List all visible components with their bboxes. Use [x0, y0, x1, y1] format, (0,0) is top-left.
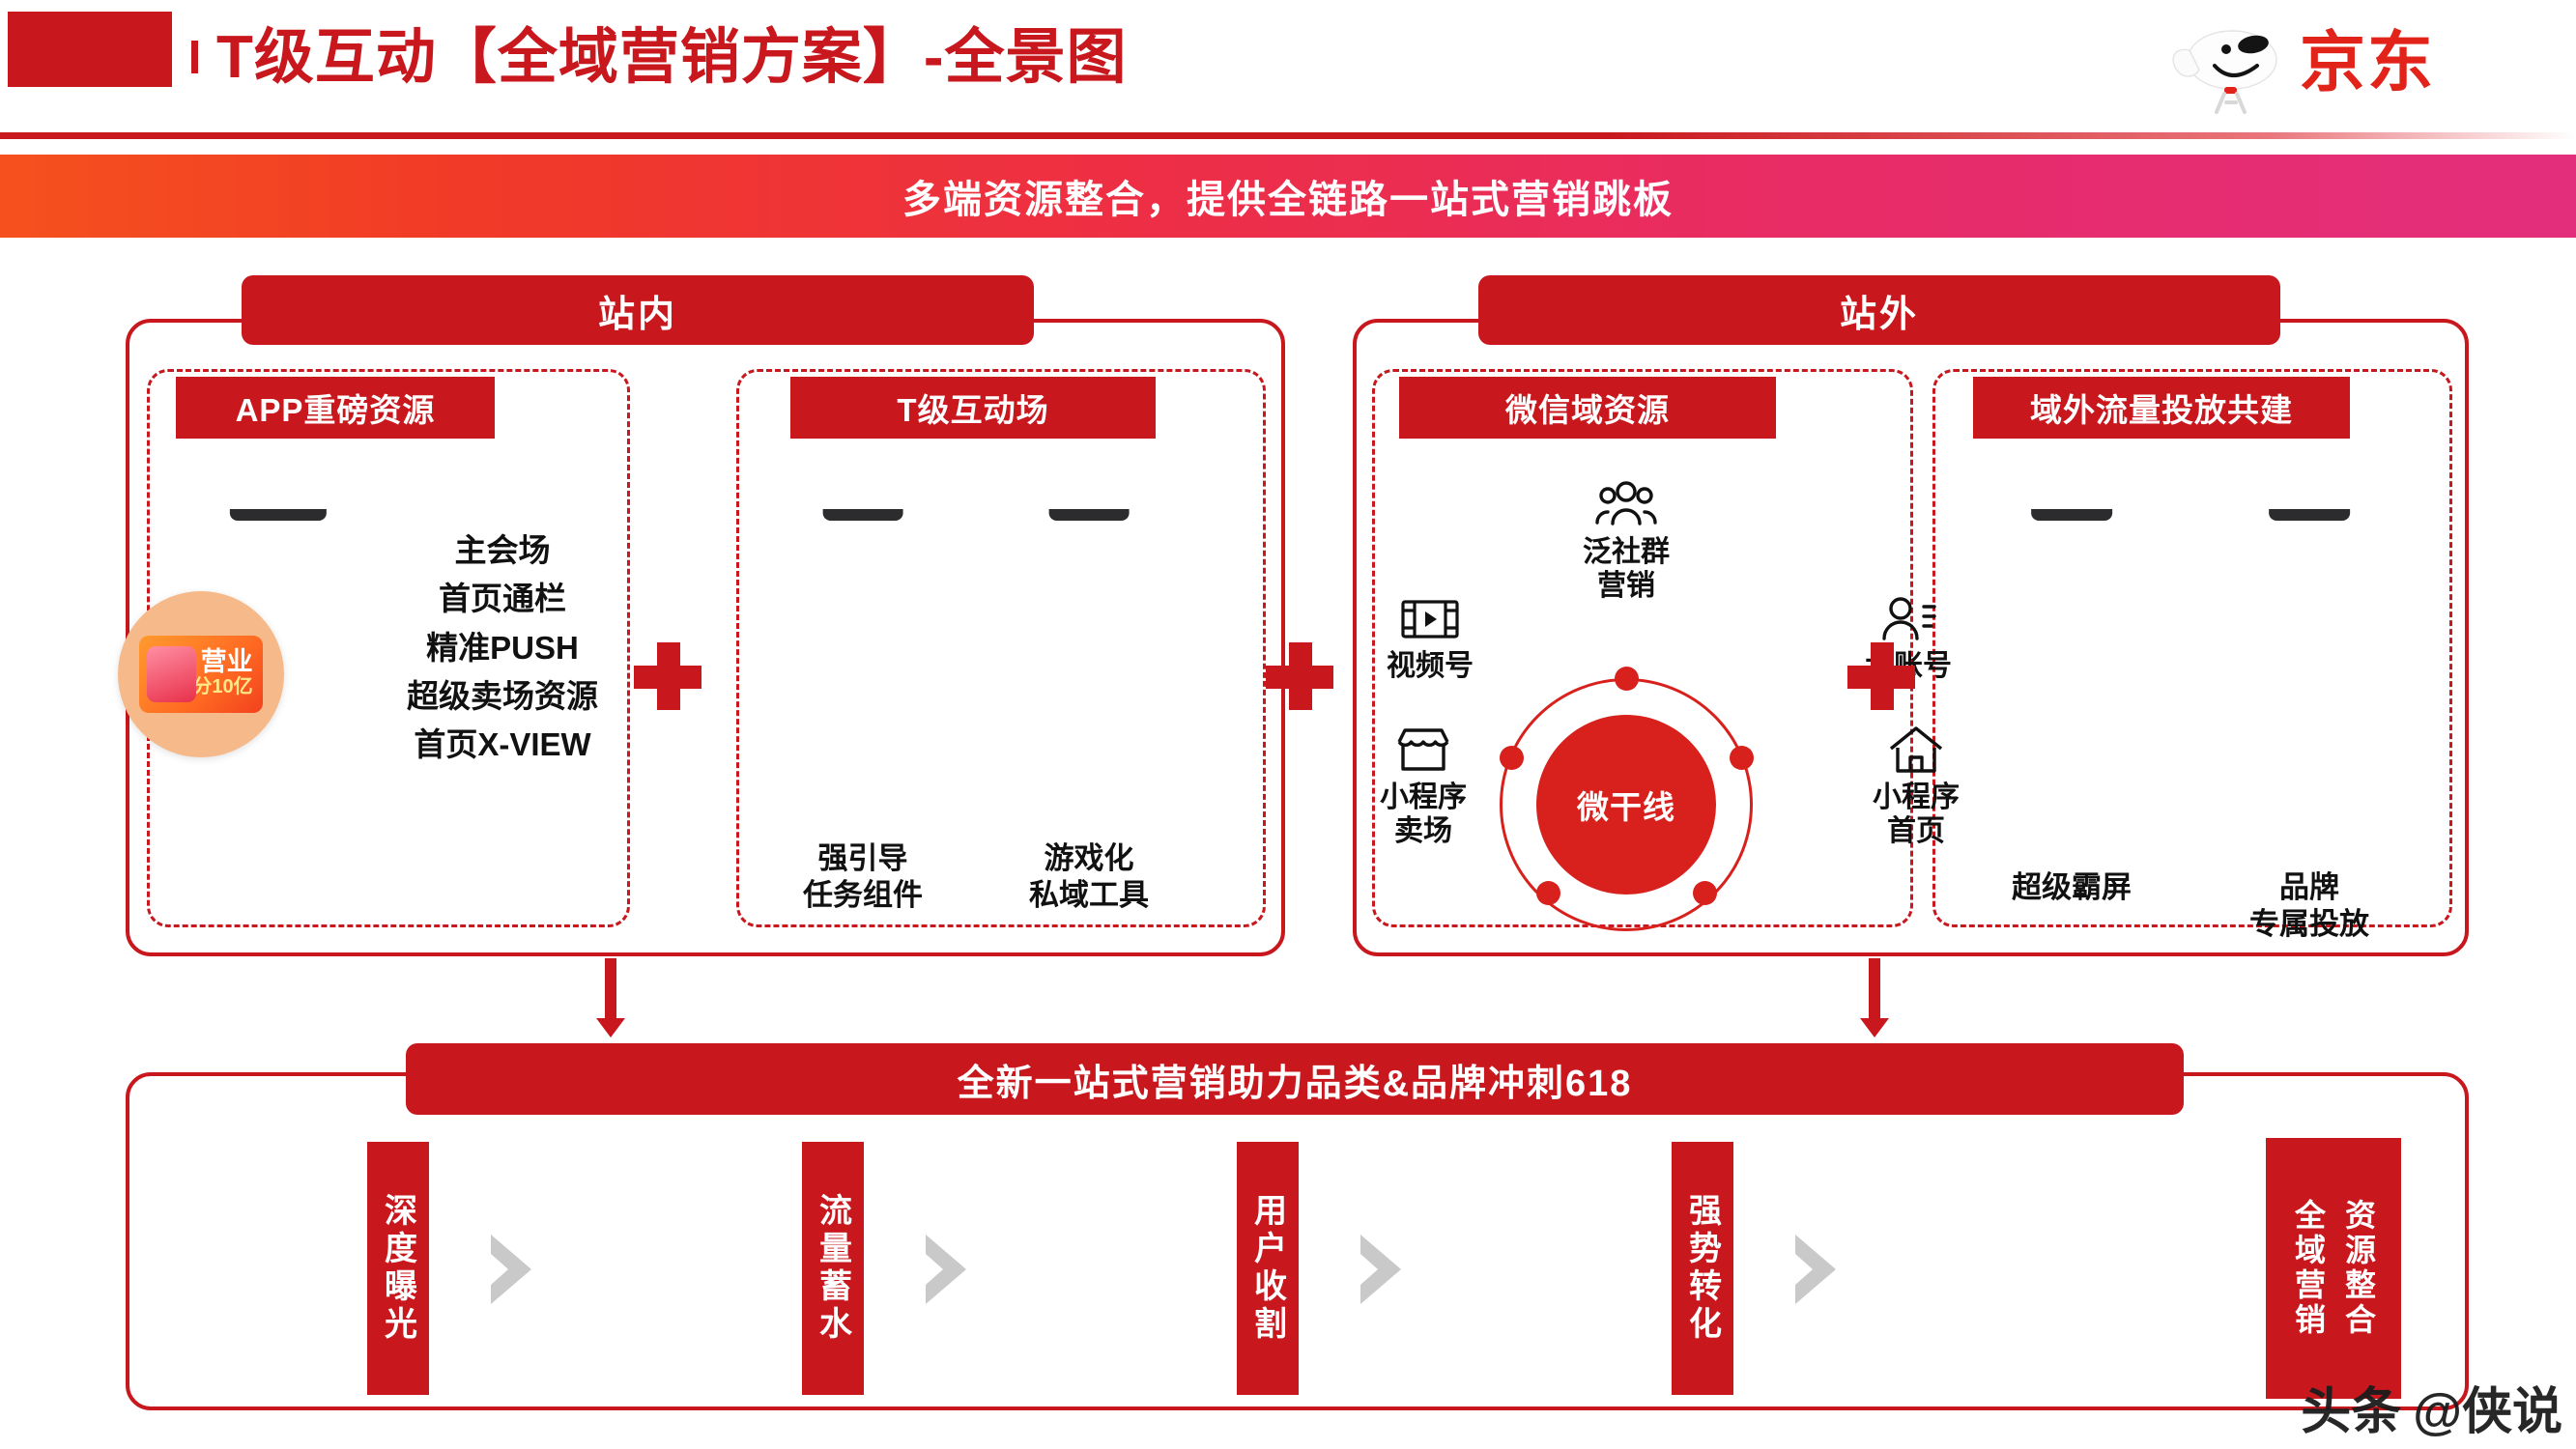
hub-item-miniprogram-store: 小程序 卖场 [1331, 715, 1515, 849]
magnifier-line-2: 分10亿 [192, 676, 253, 698]
watermark-handle: @侠说 [2413, 1384, 2562, 1440]
hub-node-dot [1730, 746, 1754, 770]
campaign-card-preview: 营业 分10亿 [139, 635, 263, 714]
jd-joy-dog-icon [2172, 30, 2277, 114]
app-resource-item: 超级卖场资源 [407, 677, 598, 714]
flow-arrow-down-left [596, 958, 625, 1037]
header-divider-rule [0, 132, 2576, 139]
hub-node-dot [1500, 746, 1524, 770]
panel-title-t-level: T级互动场 [790, 377, 1156, 439]
flow-step-label-2: 流量蓄水 [802, 1142, 864, 1395]
flow-step-label-3: 用户收割 [1237, 1142, 1299, 1395]
flow-arrow-down-right [1860, 958, 1889, 1037]
hub-item-label: 泛社群 营销 [1583, 536, 1670, 603]
flow-step-label-4: 强势转化 [1672, 1142, 1733, 1395]
flow-final-label-col1: 资源整合 [2341, 1199, 2376, 1338]
external-caption-2: 品牌 专属投放 [2249, 870, 2369, 941]
flow-chevron-icon [491, 1235, 531, 1304]
flow-final-label-col2: 全域营销 [2291, 1199, 2326, 1338]
flow-final-label: 资源整合 全域营销 [2266, 1138, 2401, 1399]
panel-title-wechat: 微信域资源 [1399, 377, 1776, 439]
subtitle-text: 多端资源整合，提供全链路一站式营销跳板 [902, 179, 1674, 221]
watermark: 头条 @侠说 [2301, 1371, 2562, 1443]
campaign-mascot-blob [147, 645, 197, 703]
panel-external-traffic [1932, 369, 2452, 927]
shop-store-icon [1331, 715, 1515, 775]
app-resource-item: 首页通栏 [439, 581, 566, 617]
video-film-icon [1338, 583, 1522, 643]
subtitle-bar: 多端资源整合，提供全链路一站式营销跳板 [0, 155, 2576, 238]
phone-notch [2269, 509, 2350, 521]
hub-node-dot [1615, 667, 1639, 691]
phone-notch [229, 509, 328, 521]
phone-notch [2031, 509, 2112, 521]
wechat-hub-core: 微干线 [1536, 715, 1716, 895]
flow-step-label-1: 深度曝光 [367, 1142, 429, 1395]
header-accent-square [8, 12, 172, 87]
user-profile-icon [1817, 583, 2000, 643]
t-level-caption-1: 强引导 任务组件 [803, 841, 923, 912]
hub-node-dot [1536, 881, 1560, 905]
magnifier-line-1: 营业 [200, 647, 253, 677]
hub-item-miniprogram-home: 小程序 首页 [1824, 715, 2008, 849]
flow-chevron-icon [1795, 1235, 1836, 1304]
panel-t-level-venue [736, 369, 1266, 927]
jd-brand-text: 京东 [2300, 26, 2436, 99]
home-house-icon [1824, 715, 2008, 775]
plus-separator-icon [1847, 642, 1915, 710]
zone-label-offsite: 站外 [1478, 275, 2280, 345]
magnifier-bubble-campaign: 营业 分10亿 [118, 591, 284, 757]
flow-chevron-icon [1360, 1235, 1401, 1304]
t-level-caption-2: 游戏化 私域工具 [1029, 841, 1149, 912]
slide-header: T级互动【全域营销方案】-全景图 京东 [0, 0, 2576, 145]
plus-separator-icon [1266, 642, 1333, 710]
people-group-icon [1534, 469, 1718, 529]
panel-title-external: 域外流量投放共建 [1973, 377, 2350, 439]
watermark-logo: 头条 [2301, 1384, 2402, 1440]
hub-node-dot [1693, 881, 1717, 905]
app-resource-item: 主会场 [454, 532, 551, 568]
plus-separator-icon [634, 642, 701, 710]
panel-title-app: APP重磅资源 [176, 377, 495, 439]
external-caption-1: 超级霸屏 [2012, 870, 2132, 904]
hub-item-video-channel: 视频号 [1338, 583, 1522, 683]
app-resource-item: 精准PUSH [426, 629, 579, 666]
flow-chevron-icon [926, 1235, 966, 1304]
zone-label-onsite: 站内 [242, 275, 1034, 345]
hub-item-label: 小程序 首页 [1873, 781, 1960, 848]
page-title: T级互动【全域营销方案】-全景图 [216, 24, 1128, 91]
bottom-banner-label: 全新一站式营销助力品类&品牌冲刺618 [406, 1043, 2184, 1115]
hub-item-label: 小程序 卖场 [1380, 781, 1467, 848]
header-tick-mark [191, 41, 198, 73]
jd-logo: 京东 [2168, 14, 2458, 116]
hub-item-community-marketing: 泛社群 营销 [1534, 469, 1718, 604]
app-resource-item: 首页X-VIEW [414, 726, 591, 763]
phone-notch [1048, 509, 1130, 521]
hub-item-label: 视频号 [1387, 650, 1474, 682]
app-resource-list: 主会场 首页通栏 精准PUSH 超级卖场资源 首页X-VIEW [386, 532, 618, 763]
phone-notch [822, 509, 903, 521]
